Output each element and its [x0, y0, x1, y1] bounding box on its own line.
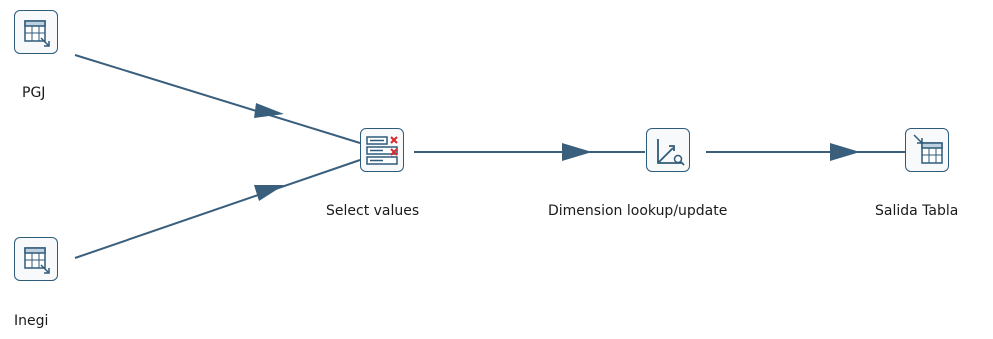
- step-pgj[interactable]: [14, 10, 58, 54]
- step-inegi-label: Inegi: [14, 313, 49, 329]
- table-output-icon: [913, 134, 943, 164]
- step-dimension-lookup[interactable]: [646, 128, 690, 172]
- hop-select-to-dimension[interactable]: [414, 143, 645, 161]
- table-input-icon: [24, 20, 50, 47]
- step-dimension-lookup-label: Dimension lookup/update: [548, 203, 728, 219]
- step-salida-tabla-label: Salida Tabla: [875, 203, 959, 219]
- hop-inegi-to-select-values[interactable]: [74, 159, 361, 259]
- hop-dimension-to-salida[interactable]: [706, 143, 905, 161]
- hop-pgj-to-select-values[interactable]: [74, 54, 361, 144]
- step-salida-tabla[interactable]: [905, 128, 949, 172]
- table-input-icon: [24, 247, 50, 274]
- select-values-icon: [366, 136, 398, 165]
- step-select-values[interactable]: [360, 128, 404, 172]
- step-inegi[interactable]: [14, 237, 58, 281]
- step-pgj-label: PGJ: [22, 85, 46, 101]
- step-select-values-label: Select values: [326, 203, 420, 219]
- dimension-lookup-icon: [657, 139, 685, 166]
